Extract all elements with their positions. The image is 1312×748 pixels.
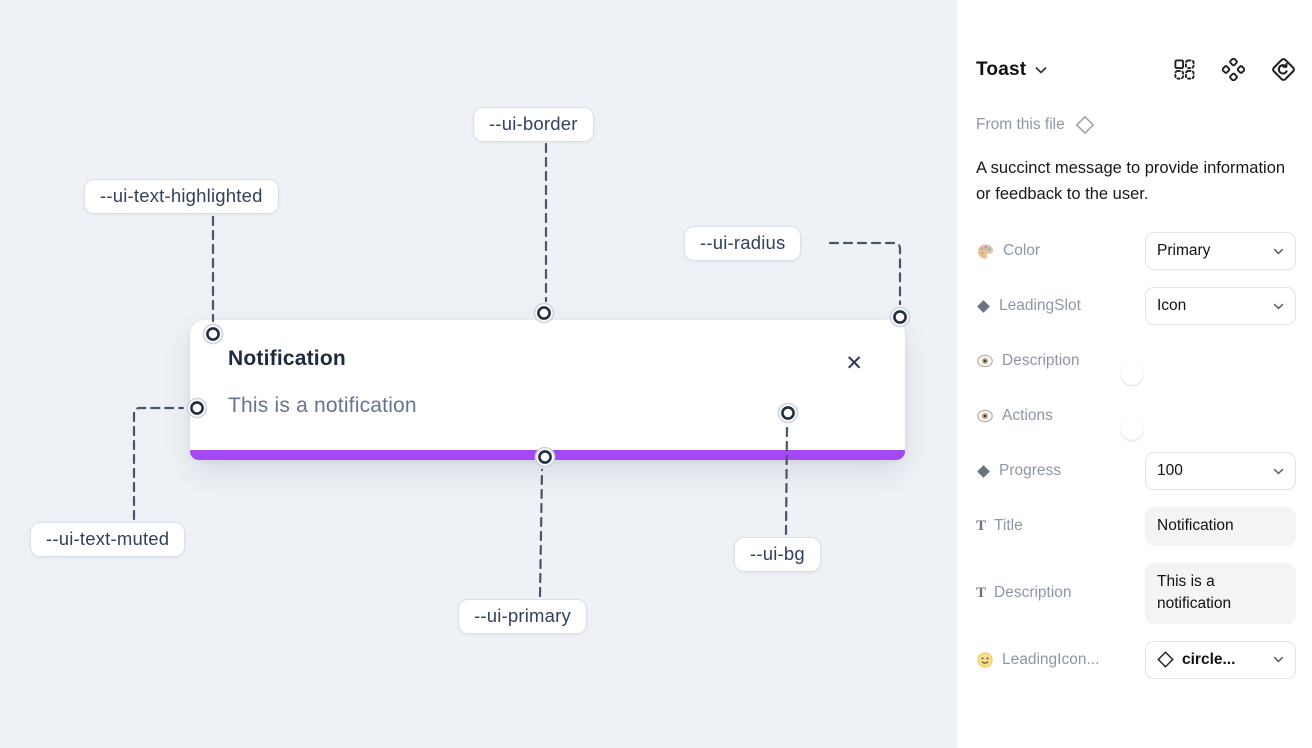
- prop-label-title: T Title: [976, 517, 1023, 535]
- prop-row-description-text: T Description This is a notification: [976, 562, 1296, 624]
- source-label: From this file: [976, 116, 1065, 133]
- toast-description: This is a notification: [228, 394, 417, 417]
- token-label-ui-bg[interactable]: --ui-bg: [734, 537, 821, 572]
- prop-row-leadingicon: LeadingIcon... circle...: [976, 640, 1296, 679]
- token-label-ui-radius[interactable]: --ui-radius: [684, 226, 802, 261]
- toast-close-icon[interactable]: ✕: [845, 352, 863, 375]
- leadingslot-select[interactable]: Icon: [1145, 287, 1296, 326]
- source-row: From this file: [976, 115, 1296, 135]
- diamond-outline-icon: [1075, 115, 1094, 135]
- token-label-ui-text-muted[interactable]: --ui-text-muted: [30, 522, 186, 557]
- token-label-ui-border[interactable]: --ui-border: [473, 107, 594, 142]
- prop-label-actions-visible: Actions: [976, 407, 1053, 425]
- design-canvas[interactable]: Notification This is a notification ✕: [0, 0, 957, 748]
- chevron-down-icon: [1273, 656, 1284, 663]
- prop-label-color: Color: [976, 242, 1040, 261]
- color-select[interactable]: Primary: [1145, 232, 1296, 271]
- diamond-outline-icon: [1157, 651, 1174, 668]
- prop-row-progress: Progress 100: [976, 452, 1296, 491]
- toast-progress-bar: [190, 450, 905, 460]
- chevron-down-icon[interactable]: [1035, 66, 1047, 74]
- connector-line-radius: [828, 241, 902, 306]
- prop-label-leadingslot: LeadingSlot: [976, 297, 1081, 315]
- detach-instance-icon[interactable]: [1271, 57, 1296, 82]
- chevron-down-icon: [1273, 303, 1284, 310]
- diamond-filled-icon: [977, 464, 990, 478]
- connector-line-text-muted: [132, 406, 185, 521]
- toggle-knob: [1121, 418, 1143, 441]
- prop-label-description-visible: Description: [976, 352, 1080, 370]
- toast-component-preview[interactable]: Notification This is a notification ✕: [190, 320, 905, 460]
- prop-row-color: Color Primary: [976, 232, 1296, 271]
- properties-panel: Toast: [957, 0, 1312, 748]
- toggle-knob: [1121, 363, 1143, 386]
- property-list: Color Primary LeadingSlot: [976, 232, 1296, 679]
- palette-icon: [977, 244, 994, 259]
- diamond-filled-icon: [977, 299, 990, 313]
- title-input[interactable]: Notification: [1145, 507, 1296, 546]
- component-description: A succinct message to provide informatio…: [976, 159, 1286, 203]
- component-name: Toast: [976, 58, 1027, 80]
- prop-label-leadingicon: LeadingIcon...: [976, 651, 1099, 669]
- variants-grid-icon[interactable]: [1173, 58, 1196, 81]
- smiley-icon: [977, 651, 993, 668]
- progress-select[interactable]: 100: [1145, 452, 1296, 491]
- prop-row-title: T Title Notification: [976, 507, 1296, 546]
- eye-icon: [977, 409, 993, 423]
- text-type-icon: T: [976, 584, 987, 601]
- token-label-ui-text-highlighted[interactable]: --ui-text-highlighted: [84, 179, 279, 214]
- header-toolbar: [1173, 57, 1296, 82]
- text-type-icon: T: [976, 517, 987, 534]
- toast-title: Notification: [228, 347, 346, 370]
- chevron-down-icon: [1273, 248, 1284, 255]
- token-label-ui-primary[interactable]: --ui-primary: [458, 599, 587, 634]
- eye-icon: [977, 354, 993, 368]
- description-input[interactable]: This is a notification: [1145, 562, 1296, 624]
- prop-row-description-visible: Description: [976, 342, 1296, 386]
- prop-row-actions-visible: Actions: [976, 397, 1296, 441]
- prop-row-leadingslot: LeadingSlot Icon: [976, 287, 1296, 326]
- panel-header: Toast: [976, 57, 1296, 82]
- component-icon[interactable]: [1222, 58, 1245, 81]
- connector-line-primary: [538, 468, 544, 598]
- prop-label-description-text: T Description: [976, 584, 1072, 602]
- leadingicon-select[interactable]: circle...: [1145, 640, 1296, 679]
- prop-label-progress: Progress: [976, 462, 1061, 480]
- chevron-down-icon: [1273, 468, 1284, 475]
